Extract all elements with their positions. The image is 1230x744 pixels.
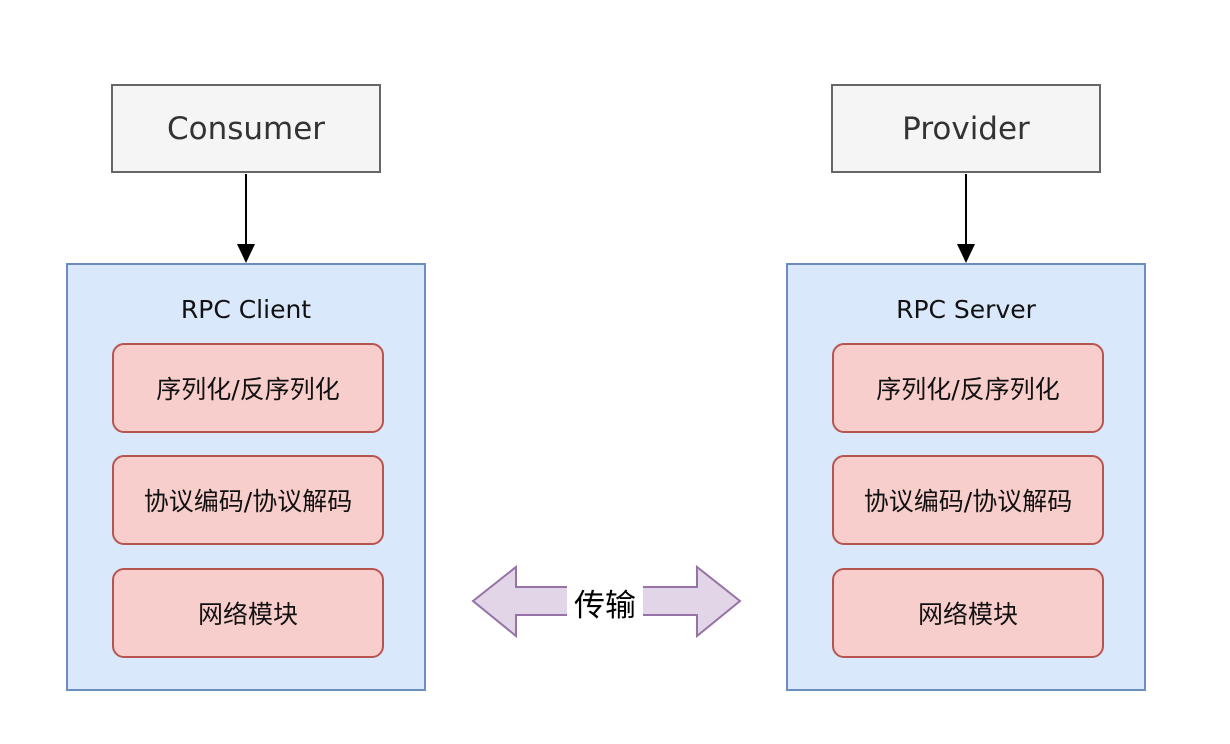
rpc-server-title: RPC Server	[896, 295, 1036, 324]
module-label: 网络模块	[917, 600, 1018, 629]
module-label: 网络模块	[197, 600, 298, 629]
consumer-label: Consumer	[166, 110, 326, 147]
client-network-module: 网络模块	[112, 568, 384, 658]
client-serialization-module: 序列化/反序列化	[112, 343, 384, 433]
provider-label: Provider	[902, 110, 1030, 147]
server-network-module: 网络模块	[832, 568, 1104, 658]
module-label: 序列化/反序列化	[156, 375, 340, 404]
transfer-label: 传输	[567, 580, 643, 624]
rpc-client-container: RPC Client 序列化/反序列化 协议编码/协议解码 网络模块	[66, 263, 426, 691]
rpc-client-title: RPC Client	[180, 295, 312, 324]
server-protocol-module: 协议编码/协议解码	[832, 455, 1104, 545]
consumer-to-client-arrowhead	[237, 244, 255, 263]
rpc-server-container: RPC Server 序列化/反序列化 协议编码/协议解码 网络模块	[786, 263, 1146, 691]
provider-to-server-arrowhead	[957, 244, 975, 263]
provider-box: Provider	[831, 84, 1101, 173]
module-label: 序列化/反序列化	[876, 375, 1060, 404]
client-protocol-module: 协议编码/协议解码	[112, 455, 384, 545]
consumer-box: Consumer	[111, 84, 381, 173]
module-label: 协议编码/协议解码	[863, 487, 1073, 516]
server-serialization-module: 序列化/反序列化	[832, 343, 1104, 433]
module-label: 协议编码/协议解码	[143, 487, 353, 516]
